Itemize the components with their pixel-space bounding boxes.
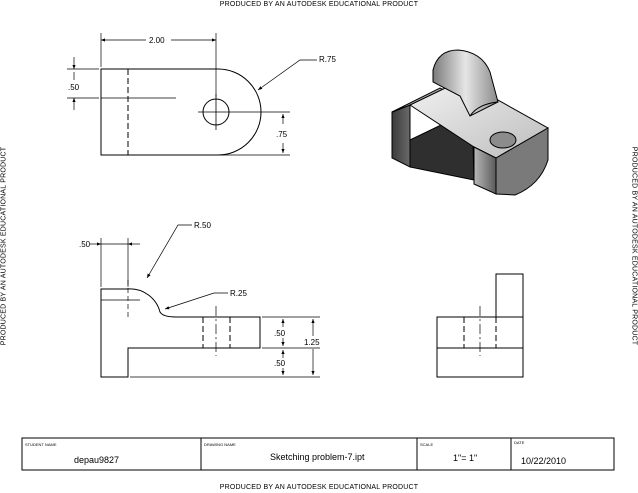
top-watermark-banner: PRODUCED BY AN AUTODESK EDUCATIONAL PROD… — [219, 1, 419, 8]
date-label: DATE — [514, 440, 525, 445]
date-value: 10/22/2010 — [521, 456, 566, 466]
drawing-name-label: DRAWING NAME — [204, 442, 236, 447]
side-view — [436, 273, 524, 378]
dim-top-left-height: .50 — [68, 83, 80, 92]
student-name-label: STUDENT NAME — [25, 442, 57, 447]
dim-fillet-radius-r25: R.25 — [230, 289, 247, 298]
iso-hole — [489, 131, 517, 149]
iso-boss-curve — [469, 101, 499, 117]
side-view-outline — [436, 273, 524, 378]
front-view — [100, 280, 261, 378]
iso-left-block-front — [391, 104, 411, 168]
dim-front-left-offset: .50 — [79, 240, 91, 249]
title-block-frame — [21, 437, 615, 471]
dim-top-right-height: .75 — [276, 130, 288, 139]
top-view-outline — [100, 68, 262, 156]
dim-lower-height: .50 — [274, 359, 286, 368]
front-view-dimensions — [90, 224, 320, 378]
isometric-view — [391, 49, 550, 196]
title-block — [21, 437, 615, 471]
student-name-value: depau9827 — [74, 455, 119, 465]
dim-radius-r75: R.75 — [319, 55, 336, 64]
dim-width-2-00: 2.00 — [149, 36, 165, 45]
dim-total-height: 1.25 — [304, 338, 320, 347]
iso-upright-boss — [432, 49, 499, 117]
bottom-watermark-banner: PRODUCED BY AN AUTODESK EDUCATIONAL PROD… — [219, 484, 419, 491]
iso-rounded-end — [495, 127, 549, 196]
scale-value: 1"= 1" — [453, 453, 477, 463]
drawing-name-value: Sketching problem-7.ipt — [270, 452, 365, 462]
dim-arc-radius-r50: R.50 — [194, 221, 211, 230]
scale-label: SCALE — [420, 442, 433, 447]
dim-upper-height: .50 — [274, 329, 286, 338]
front-view-outline — [100, 288, 261, 378]
top-view-dimensions — [67, 33, 317, 156]
top-view — [100, 68, 262, 156]
